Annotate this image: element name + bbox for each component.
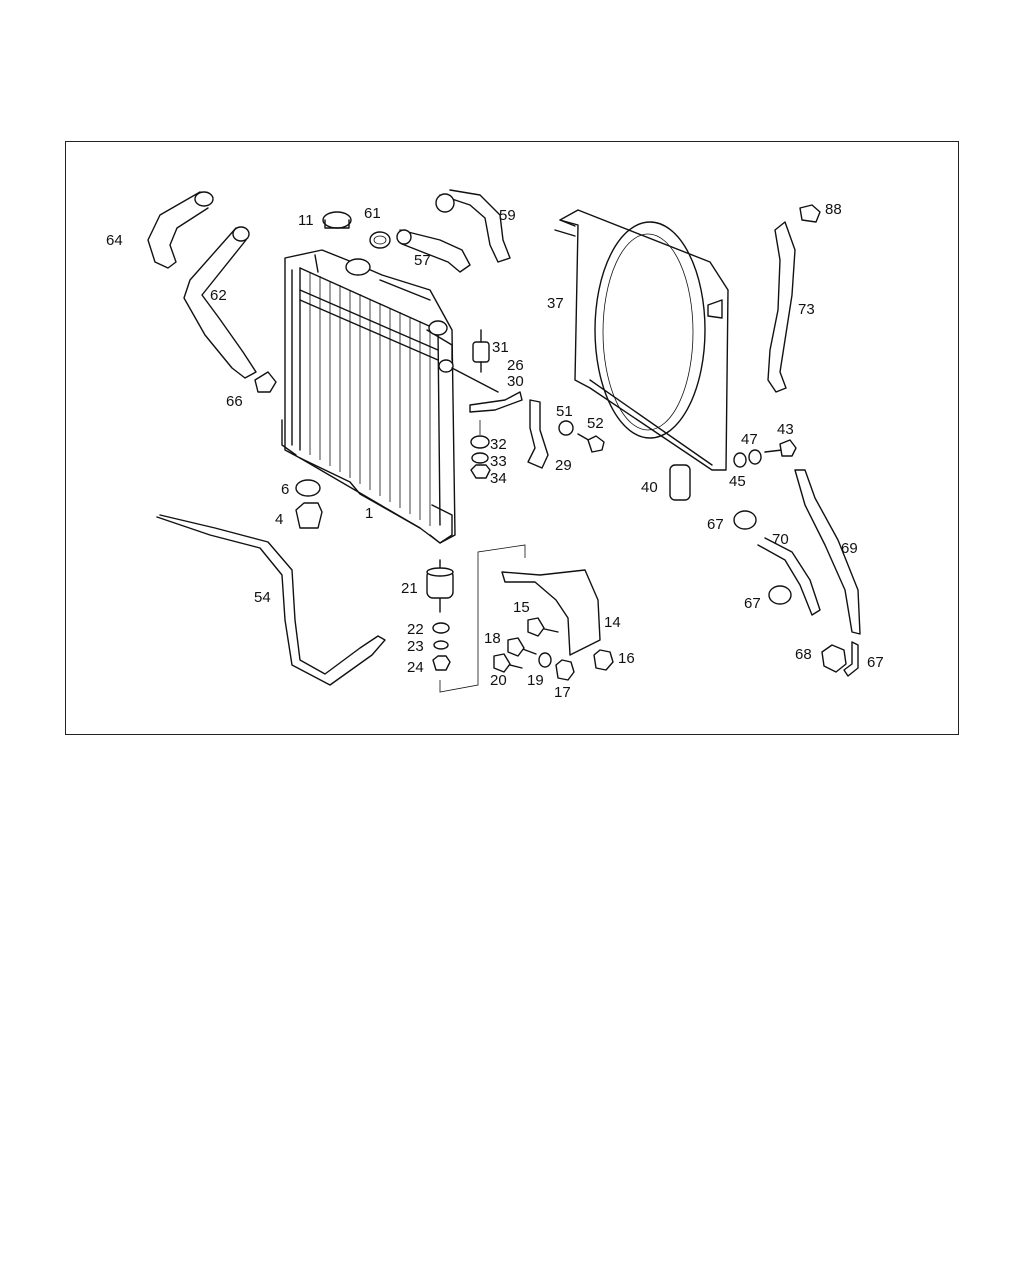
label-59: 59 xyxy=(499,207,516,224)
label-67b: 67 xyxy=(744,595,761,612)
washer-22 xyxy=(432,622,450,634)
label-34: 34 xyxy=(490,470,507,487)
label-19: 19 xyxy=(527,672,544,689)
bolt-18 xyxy=(507,637,537,657)
label-43: 43 xyxy=(777,421,794,438)
nut-34 xyxy=(470,464,491,479)
label-15: 15 xyxy=(513,599,530,616)
label-22: 22 xyxy=(407,621,424,638)
bolt-43 xyxy=(764,439,797,457)
hose-62 xyxy=(183,227,257,379)
label-37: 37 xyxy=(547,295,564,312)
label-11: 11 xyxy=(298,212,314,229)
label-18: 18 xyxy=(484,630,501,647)
hose-69 xyxy=(794,469,861,635)
label-54: 54 xyxy=(254,589,271,606)
clamp-66 xyxy=(254,371,277,393)
label-33: 33 xyxy=(490,453,507,470)
label-14: 14 xyxy=(604,614,621,631)
nut-4 xyxy=(295,502,323,529)
label-88: 88 xyxy=(825,201,842,218)
hose-73 xyxy=(767,221,796,393)
washer-45 xyxy=(733,452,747,468)
label-31: 31 xyxy=(492,339,509,356)
label-62: 62 xyxy=(210,287,227,304)
label-67c: 67 xyxy=(867,654,884,671)
part-labels: 64 62 66 11 61 57 59 31 26 30 32 33 34 2… xyxy=(106,201,884,701)
label-26: 26 xyxy=(507,357,524,374)
label-67a: 67 xyxy=(707,516,724,533)
label-1: 1 xyxy=(365,505,373,522)
washer-23 xyxy=(433,640,449,650)
nut-17 xyxy=(555,659,575,681)
label-51: 51 xyxy=(556,403,573,420)
label-20: 20 xyxy=(490,672,507,689)
nut-68 xyxy=(821,644,847,673)
clamp-67b xyxy=(768,585,792,605)
nut-16 xyxy=(593,649,614,671)
bolt-52 xyxy=(577,433,605,453)
label-70: 70 xyxy=(772,531,789,548)
washer-19 xyxy=(538,652,552,668)
washer-51 xyxy=(558,420,574,436)
label-21: 21 xyxy=(401,580,418,597)
clamp-67a xyxy=(733,510,757,530)
pipe-54 xyxy=(156,514,386,686)
hose-64 xyxy=(147,191,209,269)
label-69: 69 xyxy=(841,540,858,557)
label-17: 17 xyxy=(554,684,571,701)
label-57: 57 xyxy=(414,252,431,269)
fan-shroud-37 xyxy=(554,209,729,471)
clamp-61 xyxy=(369,231,391,249)
clamp-88 xyxy=(799,204,821,223)
label-4: 4 xyxy=(275,511,283,528)
bracket-14 xyxy=(501,569,601,656)
nut-24 xyxy=(432,655,451,671)
label-32: 32 xyxy=(490,436,507,453)
label-45: 45 xyxy=(729,473,746,490)
label-61: 61 xyxy=(364,205,381,222)
bolt-20 xyxy=(493,653,523,673)
hose-57 xyxy=(399,229,471,273)
fitting-67c xyxy=(843,641,859,677)
bracket-30 xyxy=(451,367,523,413)
washer-33 xyxy=(471,452,489,464)
label-6: 6 xyxy=(281,481,289,498)
radiator xyxy=(281,249,456,544)
radiator-cap-11 xyxy=(322,211,352,229)
mount-31 xyxy=(472,329,490,373)
bracket-29 xyxy=(527,399,549,469)
label-68: 68 xyxy=(795,646,812,663)
label-40: 40 xyxy=(641,479,658,496)
label-64: 64 xyxy=(106,232,123,249)
hose-70 xyxy=(757,537,821,616)
label-52: 52 xyxy=(587,415,604,432)
label-73: 73 xyxy=(798,301,815,318)
washer-32 xyxy=(470,435,490,449)
diagram-frame xyxy=(65,141,959,735)
label-16: 16 xyxy=(618,650,635,667)
label-29: 29 xyxy=(555,457,572,474)
label-66: 66 xyxy=(226,393,243,410)
label-30: 30 xyxy=(507,373,524,390)
bolt-15 xyxy=(527,617,559,637)
part-40 xyxy=(669,464,691,501)
label-47: 47 xyxy=(741,431,758,448)
mount-21 xyxy=(426,559,454,613)
group-bracket-line xyxy=(439,544,526,693)
washer-6 xyxy=(295,479,321,497)
washer-47 xyxy=(748,449,762,465)
label-24: 24 xyxy=(407,659,424,676)
hose-59 xyxy=(439,189,511,263)
label-23: 23 xyxy=(407,638,424,655)
